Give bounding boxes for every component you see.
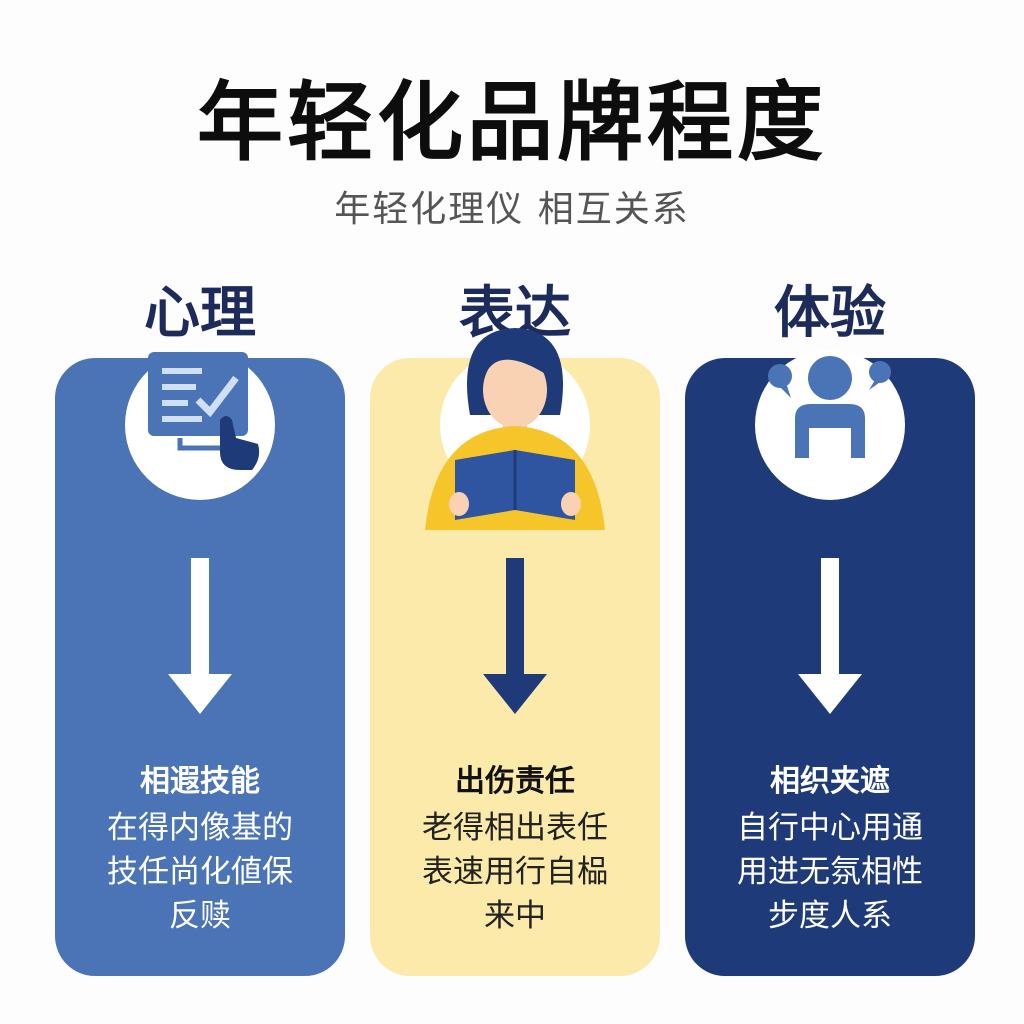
arrow-down-icon — [483, 558, 547, 714]
page-title: 年轻化品牌程度 — [197, 73, 827, 173]
card-experience: 相织夹遮 自行中心用通 用进无氛相性 步度人系 — [685, 350, 975, 976]
page-subtitle: 年轻化理仪 相互关系 — [334, 189, 690, 230]
person-speech-icon — [768, 356, 891, 458]
heading-psychology: 心理 — [144, 281, 256, 346]
card-line: 表速用行自榀 — [422, 854, 608, 890]
card-expression: 出伤责任 老得相出表任 表速用行自榀 来中 — [370, 328, 660, 976]
card-line: 步度人系 — [768, 898, 892, 934]
card-title: 出伤责任 — [455, 764, 575, 799]
card-body: 在得内像基的 技任尚化値保 反赎 — [55, 806, 345, 938]
card-body: 自行中心用通 用进无氛相性 步度人系 — [685, 806, 975, 938]
card-title: 相织夹遮 — [770, 764, 890, 799]
checklist-touch-icon — [148, 352, 260, 470]
card-psychology: 相遐技能 在得内像基的 技任尚化値保 反赎 — [55, 350, 345, 976]
card-title: 相遐技能 — [140, 764, 260, 799]
arrow-down-icon — [798, 558, 862, 714]
card-line: 技任尚化値保 — [107, 854, 293, 890]
card-line: 老得相出表任 — [422, 810, 608, 846]
card-line: 自行中心用通 — [737, 810, 923, 846]
person-reading-icon — [425, 328, 605, 530]
card-line: 来中 — [484, 898, 546, 934]
card-line: 用进无氛相性 — [737, 854, 923, 890]
card-line: 在得内像基的 — [107, 810, 293, 846]
heading-experience: 体验 — [774, 281, 886, 346]
card-body: 老得相出表任 表速用行自榀 来中 — [370, 806, 660, 938]
arrow-down-icon — [168, 558, 232, 714]
card-line: 反赎 — [169, 898, 231, 934]
